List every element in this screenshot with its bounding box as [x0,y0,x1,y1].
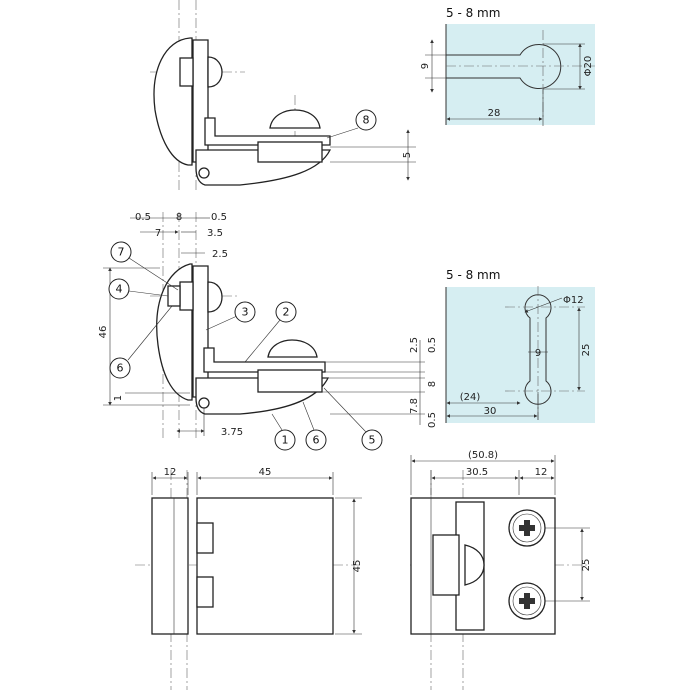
dim-top-0: 0.5 [135,212,151,223]
svg-text:1: 1 [282,434,289,447]
dome-cap-back [464,544,485,586]
clamp-block [432,534,460,596]
oval-diameter-dim: Φ12 [563,295,584,306]
lower-arm-upper [204,117,331,146]
svg-text:5: 5 [369,434,376,447]
glass-area [446,24,595,125]
hinge-front-view: 12 45 45 [135,467,363,690]
slot-diameter-dim: Φ20 [583,56,594,77]
pivot-pin-side [198,397,210,409]
back-edge-dim: 12 [535,467,548,478]
dim-right-3: 7.8 [409,398,420,414]
screw-bottom-icon [508,582,546,620]
dim-right-1: 0.5 [427,337,438,353]
svg-text:3: 3 [242,306,249,319]
dim-top-4: 3.5 [207,228,223,239]
hinge-back-view: (50.8) 30.5 12 25 [410,450,592,690]
callout-1 [274,429,296,451]
dim-low: 1 [113,395,124,401]
svg-text:4: 4 [116,283,123,296]
callout-2 [275,301,297,323]
screw-insert-side [179,281,194,311]
outer-clamp-body [153,37,193,166]
dim-right-0: 2.5 [409,337,420,353]
pivot-pin [198,167,210,179]
cap-nut [207,56,223,88]
front-width-dim: 45 [259,467,272,478]
slot-panel-header: 5 - 8 mm [446,6,500,20]
back-inner-dim: 30.5 [466,467,488,478]
dim-top-2: 0.5 [211,212,227,223]
dim-right-4: 0.5 [427,412,438,428]
front-thickness-dim: 12 [164,467,177,478]
oval-total-dim: 30 [484,406,497,417]
hinge-knuckle-bottom [196,576,214,608]
dim-top-1: 8 [176,212,182,223]
back-holes-dim: 25 [581,559,592,572]
threaded-stud [167,285,181,307]
slot-cutout-panel: 5 - 8 mm 9 Φ20 28 [420,6,595,126]
screw-insert [179,57,194,87]
oval-cutout-outline [524,294,552,405]
svg-text:6: 6 [313,434,320,447]
cap-nut-side [207,281,223,313]
callout-7 [110,241,132,263]
pad-block [257,141,323,163]
hinge-side-view: 0.5 8 0.5 7 3.5 2.5 46 1 3.75 [98,212,438,451]
screw-top-icon [508,509,546,547]
pad-block-side [257,369,323,393]
dome-screw-head-side [267,339,318,358]
dim-height: 46 [98,326,109,339]
callout-8 [355,109,377,131]
glass-area-2 [446,287,595,423]
callout-6-left [109,357,131,379]
svg-text:8: 8 [363,114,370,127]
dim-right-2: 8 [427,381,438,387]
dim-top-3: 7 [155,228,161,239]
svg-text:7: 7 [118,246,125,259]
slot-width-dim: 28 [488,108,501,119]
svg-text:2: 2 [283,306,290,319]
callout-3 [234,301,256,323]
dim-top-5: 2.5 [212,249,228,260]
oval-panel-header: 5 - 8 mm [446,268,500,282]
side-plate [151,497,189,635]
dim-bottom: 3.75 [221,427,243,438]
front-height-dim: 45 [352,560,363,573]
oval-width-dim: 9 [535,348,541,359]
slot-height-dim: 9 [420,63,431,69]
callout-5 [361,429,383,451]
dome-screw-head [269,109,321,129]
oval-height-dim: 25 [581,344,592,357]
callout-4 [108,278,130,300]
gap-dim: 5 [402,152,413,158]
hinge-knuckle-top [196,522,214,554]
oval-offset-dim: (24) [460,392,481,403]
callout-6-bottom [305,429,327,451]
back-overall-dim: (50.8) [468,450,498,461]
hinge-section-view-top: 8 5 [150,0,416,190]
slot-cutout-outline [446,44,562,89]
front-plate [196,497,334,635]
oval-cutout-panel: 5 - 8 mm Φ12 9 25 (24) 30 [445,268,595,423]
svg-text:6: 6 [117,362,124,375]
